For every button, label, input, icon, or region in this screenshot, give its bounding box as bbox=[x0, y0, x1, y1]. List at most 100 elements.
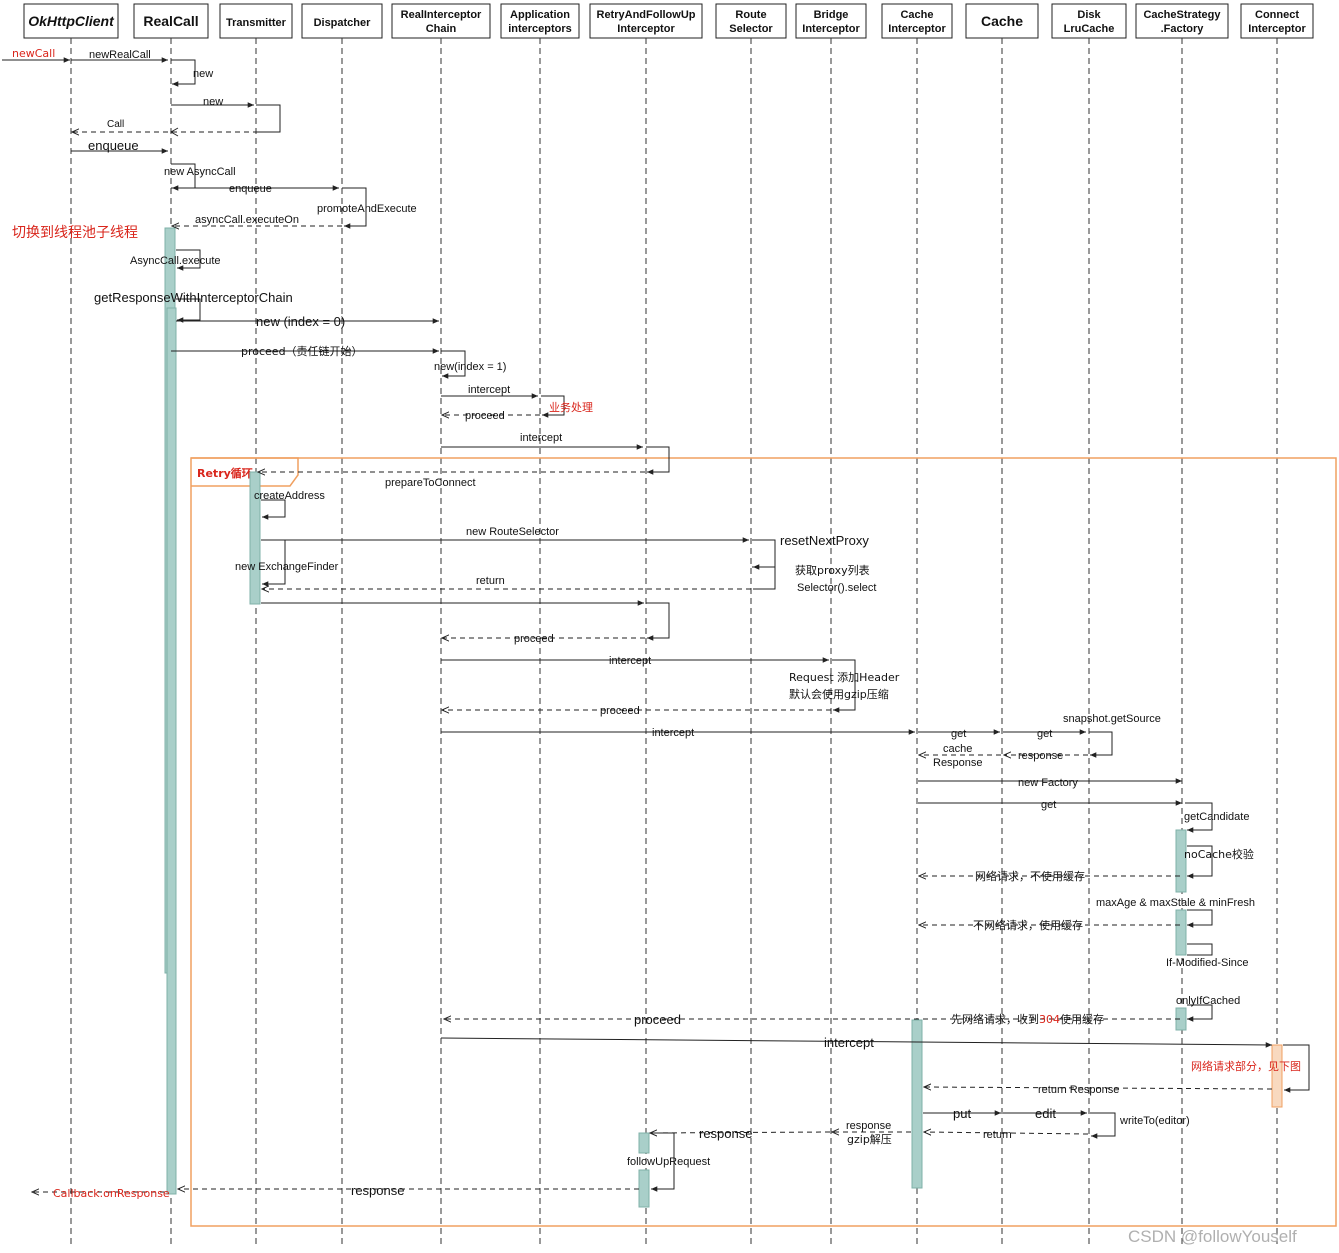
lifeline-title-strategy-line1: CacheStrategy bbox=[1143, 9, 1221, 21]
label-proceed-start: proceed（责任链开始） bbox=[241, 344, 363, 358]
label-code304: 304 bbox=[1039, 1013, 1060, 1026]
label-business: 业务处理 bbox=[549, 401, 593, 414]
label-proceed1: proceed bbox=[465, 410, 505, 422]
label-return1: return bbox=[476, 575, 505, 587]
arrow-bridge-self bbox=[832, 659, 856, 713]
label-maxagestale: maxAge & maxStale & minFresh bbox=[1096, 897, 1255, 909]
label-network-nocache: 网络请求，不使用缓存 bbox=[975, 869, 1085, 883]
label-edit: edit bbox=[1035, 1106, 1056, 1121]
activation-bars bbox=[164, 227, 1283, 1208]
arrow-createaddress bbox=[261, 499, 286, 520]
lifeline-box-realcall bbox=[133, 3, 209, 39]
label-ifmodifiedsince: If-Modified-Since bbox=[1166, 957, 1249, 969]
label-promoteandexecute: promoteAndExecute bbox=[317, 203, 417, 215]
arrow-response-retry bbox=[650, 1132, 831, 1133]
lifeline-title-disk-line2: LruCache bbox=[1064, 23, 1115, 35]
label-cacheresponse2: Response bbox=[933, 757, 983, 769]
cacheint-activation bbox=[911, 1019, 923, 1189]
retry-activation-2 bbox=[638, 1169, 650, 1208]
lifeline-title-route-line2: Selector bbox=[729, 23, 773, 35]
arrow-snapshot-self bbox=[1089, 731, 1113, 758]
arrow-new-self bbox=[171, 59, 196, 87]
label-nocachecheck: noCache校验 bbox=[1184, 847, 1254, 861]
label-proceed3: proceed bbox=[600, 705, 640, 717]
label-newasynccall: new AsyncCall bbox=[164, 166, 236, 178]
messages bbox=[2, 57, 1310, 1192]
label-return2: return bbox=[983, 1129, 1012, 1141]
lifeline-title-disk-line1: Disk bbox=[1077, 9, 1101, 21]
label-snapshot: snapshot.getSource bbox=[1063, 713, 1161, 725]
label-getproxylist: 获取proxy列表 bbox=[795, 563, 870, 577]
lifeline-box-route bbox=[715, 3, 787, 39]
label-intercept1: intercept bbox=[468, 384, 510, 396]
lifeline-title-bridge-line1: Bridge bbox=[814, 9, 849, 21]
label-enqueue2: enqueue bbox=[229, 183, 272, 195]
lifeline-box-appint bbox=[500, 3, 580, 39]
arrow-retry-self bbox=[646, 446, 670, 475]
lifeline-header-okhttp: OkHttpClient bbox=[23, 3, 119, 39]
arrow-getcandidate bbox=[1185, 802, 1213, 833]
lifeline-title-connect-line2: Interceptor bbox=[1248, 23, 1306, 35]
label-proceed4: proceed bbox=[634, 1012, 681, 1027]
label-preparetoconnect: prepareToConnect bbox=[385, 477, 476, 489]
label-newcall: newCall bbox=[12, 47, 55, 60]
arrow-onlyifcached bbox=[1187, 1004, 1213, 1022]
label-getcandidate: getCandidate bbox=[1184, 811, 1249, 823]
lifeline-box-cache bbox=[965, 3, 1039, 39]
message-labels: newCall newRealCall new new Call enqueue… bbox=[12, 47, 1301, 1200]
label-networkpart: 网络请求部分，见下图 bbox=[1191, 1059, 1301, 1073]
label-asynccall-execute: AsyncCall.execute bbox=[130, 255, 221, 267]
label-usecache: 使用缓存 bbox=[1060, 1012, 1104, 1026]
label-returnresponse: return Response bbox=[1038, 1084, 1119, 1096]
label-intercept3: intercept bbox=[609, 655, 651, 667]
label-response3: response bbox=[351, 1183, 404, 1198]
arrow-asynccall-execute bbox=[176, 249, 201, 271]
lifeline-header-cache: Cache bbox=[965, 3, 1039, 39]
label-followuprequest: followUpRequest bbox=[627, 1156, 710, 1168]
lifeline-title-retry-line2: Interceptor bbox=[617, 23, 675, 35]
lifeline-title-appint-line1: Application bbox=[510, 9, 570, 21]
label-newfactory: new Factory bbox=[1018, 777, 1078, 789]
label-newexchangefinder: new ExchangeFinder bbox=[235, 561, 339, 573]
label-put: put bbox=[953, 1106, 971, 1121]
arrow-transmitter-self bbox=[256, 104, 281, 133]
arrow-connect-self bbox=[1283, 1044, 1310, 1093]
label-get3: get bbox=[1041, 799, 1056, 811]
lifeline-box-okhttp bbox=[23, 3, 119, 39]
lifeline-title-connect-line1: Connect bbox=[1255, 9, 1299, 21]
label-callback-onresponse: Callback.onResponse bbox=[53, 1187, 170, 1200]
label-responsegzip2: gzip解压 bbox=[847, 1132, 892, 1146]
label-proceed2: proceed bbox=[514, 633, 554, 645]
label-intercept4: intercept bbox=[652, 727, 694, 739]
lifeline-title-retry-line1: RetryAndFollowUp bbox=[597, 9, 696, 21]
arrow-return-cache bbox=[924, 1132, 1089, 1134]
realcall-activation-inner bbox=[166, 307, 177, 1195]
label-intercept5: intercept bbox=[824, 1035, 874, 1050]
retry-loop-frame: Retry循环 bbox=[190, 457, 1337, 1227]
lifeline-title-strategy-line2: .Factory bbox=[1161, 23, 1205, 35]
arrow-retry-self2 bbox=[646, 602, 670, 641]
retry-activation-1 bbox=[638, 1132, 650, 1154]
label-new1: new bbox=[193, 68, 213, 80]
label-new-index0: new (index = 0) bbox=[256, 314, 345, 329]
lifeline-title-chain-line2: Chain bbox=[426, 23, 457, 35]
lifeline-title-cacheint-line1: Cache bbox=[900, 9, 933, 21]
arrow-followuprequest bbox=[650, 1132, 675, 1192]
lifeline-header-strategy: CacheStrategy .Factory bbox=[1135, 3, 1229, 39]
label-executeon: asyncCall.executeOn bbox=[195, 214, 299, 226]
strategy-activation-2 bbox=[1175, 909, 1187, 956]
arrow-nocache bbox=[1187, 845, 1213, 879]
arrow-maxage bbox=[1187, 909, 1213, 928]
lifeline-header-transmitter: Transmitter bbox=[219, 3, 293, 39]
lifeline-header-realcall: RealCall bbox=[133, 3, 209, 39]
lifeline-title-route-line1: Route bbox=[735, 9, 766, 21]
label-resetnextproxy: resetNextProxy bbox=[780, 533, 869, 548]
lifeline-box-cacheint bbox=[881, 3, 953, 39]
label-newrealcall: newRealCall bbox=[89, 49, 151, 61]
label-gzipdefault: 默认会使用gzip压缩 bbox=[789, 688, 889, 701]
